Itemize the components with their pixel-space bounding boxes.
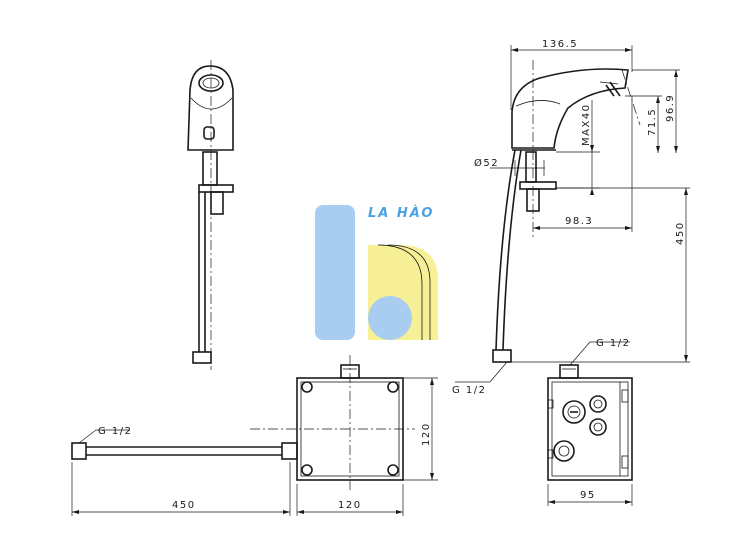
dim-box-width: 120 <box>338 500 362 511</box>
dim-hole-diameter: Ø52 <box>474 157 499 169</box>
dim-reach: 98.3 <box>565 216 593 227</box>
box-dimensions: 450 120 120 <box>71 377 438 516</box>
dim-box-depth: 95 <box>580 490 596 501</box>
dim-hose-length-vertical: 450 <box>675 221 686 245</box>
control-box-front <box>250 355 415 490</box>
control-box-side: G 1/2 95 <box>547 338 633 506</box>
inlet-hose: G 1/2 <box>71 426 282 460</box>
logo-blue-circle <box>368 296 412 340</box>
dim-box-height: 120 <box>421 422 432 446</box>
logo-text: LA HÀO <box>368 205 434 221</box>
dim-height-total-top: 96.9 <box>665 94 676 122</box>
faucet-side-view <box>492 60 641 363</box>
logo-blue-bar <box>315 205 355 340</box>
faucet-front-view <box>187 60 234 370</box>
brand-logo: LA HÀO <box>315 205 438 340</box>
dim-thread-hose: G 1/2 <box>98 426 133 437</box>
dim-thread-left: G 1/2 <box>452 385 487 396</box>
dim-height-spout: 71.5 <box>647 108 658 136</box>
dim-spout-length: 136.5 <box>542 39 578 50</box>
side-view-dimensions: 136.5 96.9 71.5 MAX40 Ø52 98.3 <box>452 39 690 396</box>
dim-thread-top: G 1/2 <box>596 338 631 349</box>
dim-hose-length-horizontal: 450 <box>172 500 196 511</box>
dim-max-deck: MAX40 <box>581 103 592 146</box>
